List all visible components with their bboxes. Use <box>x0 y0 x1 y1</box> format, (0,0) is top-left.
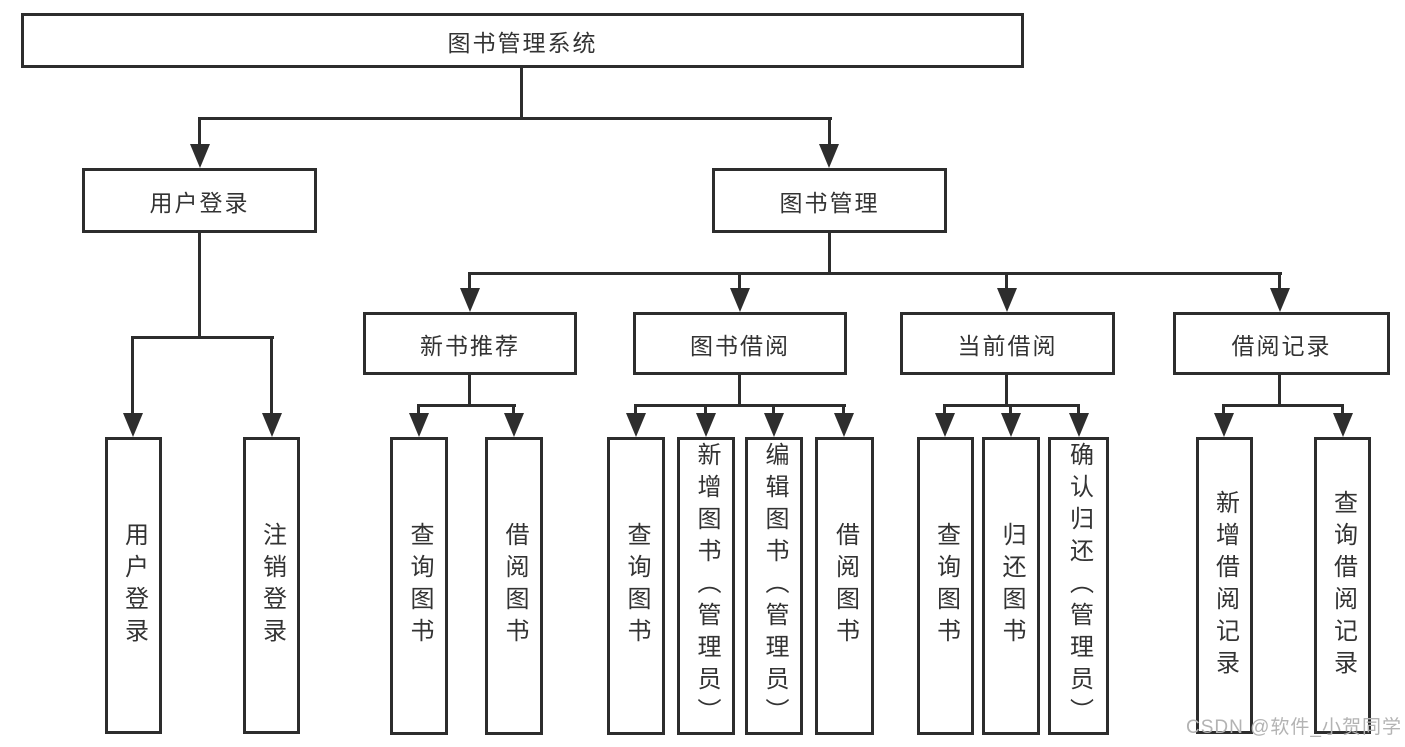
connector-currentborrow-vline <box>1005 375 1008 406</box>
connector-stub <box>1341 405 1344 415</box>
node-new-book-recommend: 新书推荐 <box>363 312 577 375</box>
arrow-down-icon <box>819 144 839 168</box>
arrow-down-icon <box>626 413 646 437</box>
connector-level3-hline <box>468 272 1282 275</box>
arrow-down-icon <box>262 413 282 437</box>
connector-bookborrow-vline <box>738 375 741 406</box>
connector-root-vline <box>520 68 523 119</box>
arrow-down-icon <box>190 144 210 168</box>
connector-stub <box>1077 405 1080 415</box>
connector-userlogin-hline <box>131 336 274 339</box>
connector-stub <box>842 405 845 415</box>
connector-stub <box>828 118 831 146</box>
arrow-down-icon <box>123 413 143 437</box>
leaf-bb-borrow-book: 借阅图书 <box>815 437 874 735</box>
connector-stub <box>738 273 741 290</box>
leaf-cb-query-book: 查询图书 <box>917 437 974 735</box>
connector-borrowrecord-hline <box>1222 404 1344 407</box>
node-current-borrow: 当前借阅 <box>900 312 1115 375</box>
connector-stub <box>417 405 420 415</box>
connector-stub <box>512 405 515 415</box>
connector-bookborrow-hline <box>634 404 846 407</box>
leaf-user-login: 用户登录 <box>105 437 162 734</box>
node-label: 查询图书 <box>406 522 433 650</box>
node-label: 新书推荐 <box>420 332 520 359</box>
arrow-down-icon <box>935 413 955 437</box>
watermark: CSDN @软件_小贺同学 <box>1186 717 1402 738</box>
leaf-nb-borrow-book: 借阅图书 <box>485 437 543 735</box>
node-label: 注销登录 <box>258 521 286 650</box>
node-book-borrow: 图书借阅 <box>633 312 847 375</box>
node-label: 用户登录 <box>120 521 148 650</box>
node-label: 查询图书 <box>623 522 650 650</box>
arrow-down-icon <box>1069 413 1089 437</box>
node-label: 图书借阅 <box>690 332 790 359</box>
node-label: 借阅图书 <box>501 522 528 650</box>
node-label: 图书管理 <box>779 189 880 216</box>
connector-borrowrecord-vline <box>1278 375 1281 406</box>
connector-stub <box>634 405 637 415</box>
connector-stub <box>943 405 946 415</box>
connector-stub <box>1278 273 1281 290</box>
connector-stub <box>704 405 707 415</box>
leaf-nb-query-book: 查询图书 <box>390 437 448 735</box>
connector-userlogin-vline <box>198 233 201 337</box>
node-label: 借阅图书 <box>831 522 859 650</box>
arrow-down-icon <box>460 288 480 312</box>
leaf-br-add-borrow-record: 新增借阅记录 <box>1196 437 1253 734</box>
node-label: 新增图书（管理员） <box>693 442 720 730</box>
node-borrow-record: 借阅记录 <box>1173 312 1390 375</box>
arrow-down-icon <box>834 413 854 437</box>
connector-stub <box>1005 273 1008 290</box>
node-book-management: 图书管理 <box>712 168 947 233</box>
arrow-down-icon <box>997 288 1017 312</box>
connector-stub <box>1009 405 1012 415</box>
node-label: 图书管理系统 <box>447 29 598 56</box>
connector-newbook-vline <box>468 375 471 406</box>
leaf-bb-query-book: 查询图书 <box>607 437 665 735</box>
connector-stub <box>468 273 471 290</box>
arrow-down-icon <box>504 413 524 437</box>
arrow-down-icon <box>1270 288 1290 312</box>
node-label: 查询借阅记录 <box>1329 489 1357 682</box>
leaf-cb-return-book: 归还图书 <box>982 437 1040 735</box>
node-label: 确认归还（管理员） <box>1065 442 1093 730</box>
node-label: 当前借阅 <box>957 332 1058 359</box>
arrow-down-icon <box>764 413 784 437</box>
connector-stub <box>198 118 201 146</box>
connector-stub <box>1222 405 1225 415</box>
connector-newbook-hline <box>417 404 516 407</box>
node-label: 借阅记录 <box>1231 332 1332 359</box>
connector-bookmgmt-vline <box>828 233 831 273</box>
leaf-cb-confirm-return-admin: 确认归还（管理员） <box>1048 437 1109 735</box>
connector-stub <box>270 337 273 415</box>
node-label: 查询图书 <box>932 522 960 650</box>
node-label: 编辑图书（管理员） <box>761 442 788 730</box>
arrow-down-icon <box>1214 413 1234 437</box>
leaf-br-query-borrow-record: 查询借阅记录 <box>1314 437 1371 734</box>
node-label: 新增借阅记录 <box>1211 489 1239 682</box>
leaf-logout-login: 注销登录 <box>243 437 300 734</box>
leaf-bb-edit-book-admin: 编辑图书（管理员） <box>745 437 803 735</box>
connector-stub <box>131 337 134 415</box>
leaf-bb-add-book-admin: 新增图书（管理员） <box>677 437 735 735</box>
arrow-down-icon <box>1001 413 1021 437</box>
arrow-down-icon <box>1333 413 1353 437</box>
node-user-login: 用户登录 <box>82 168 317 233</box>
arrow-down-icon <box>730 288 750 312</box>
connector-stub <box>772 405 775 415</box>
arrow-down-icon <box>409 413 429 437</box>
node-label: 用户登录 <box>149 189 250 216</box>
node-label: 归还图书 <box>998 522 1025 650</box>
arrow-down-icon <box>696 413 716 437</box>
connector-level1-hline <box>198 117 832 120</box>
node-root-library-system: 图书管理系统 <box>21 13 1024 68</box>
